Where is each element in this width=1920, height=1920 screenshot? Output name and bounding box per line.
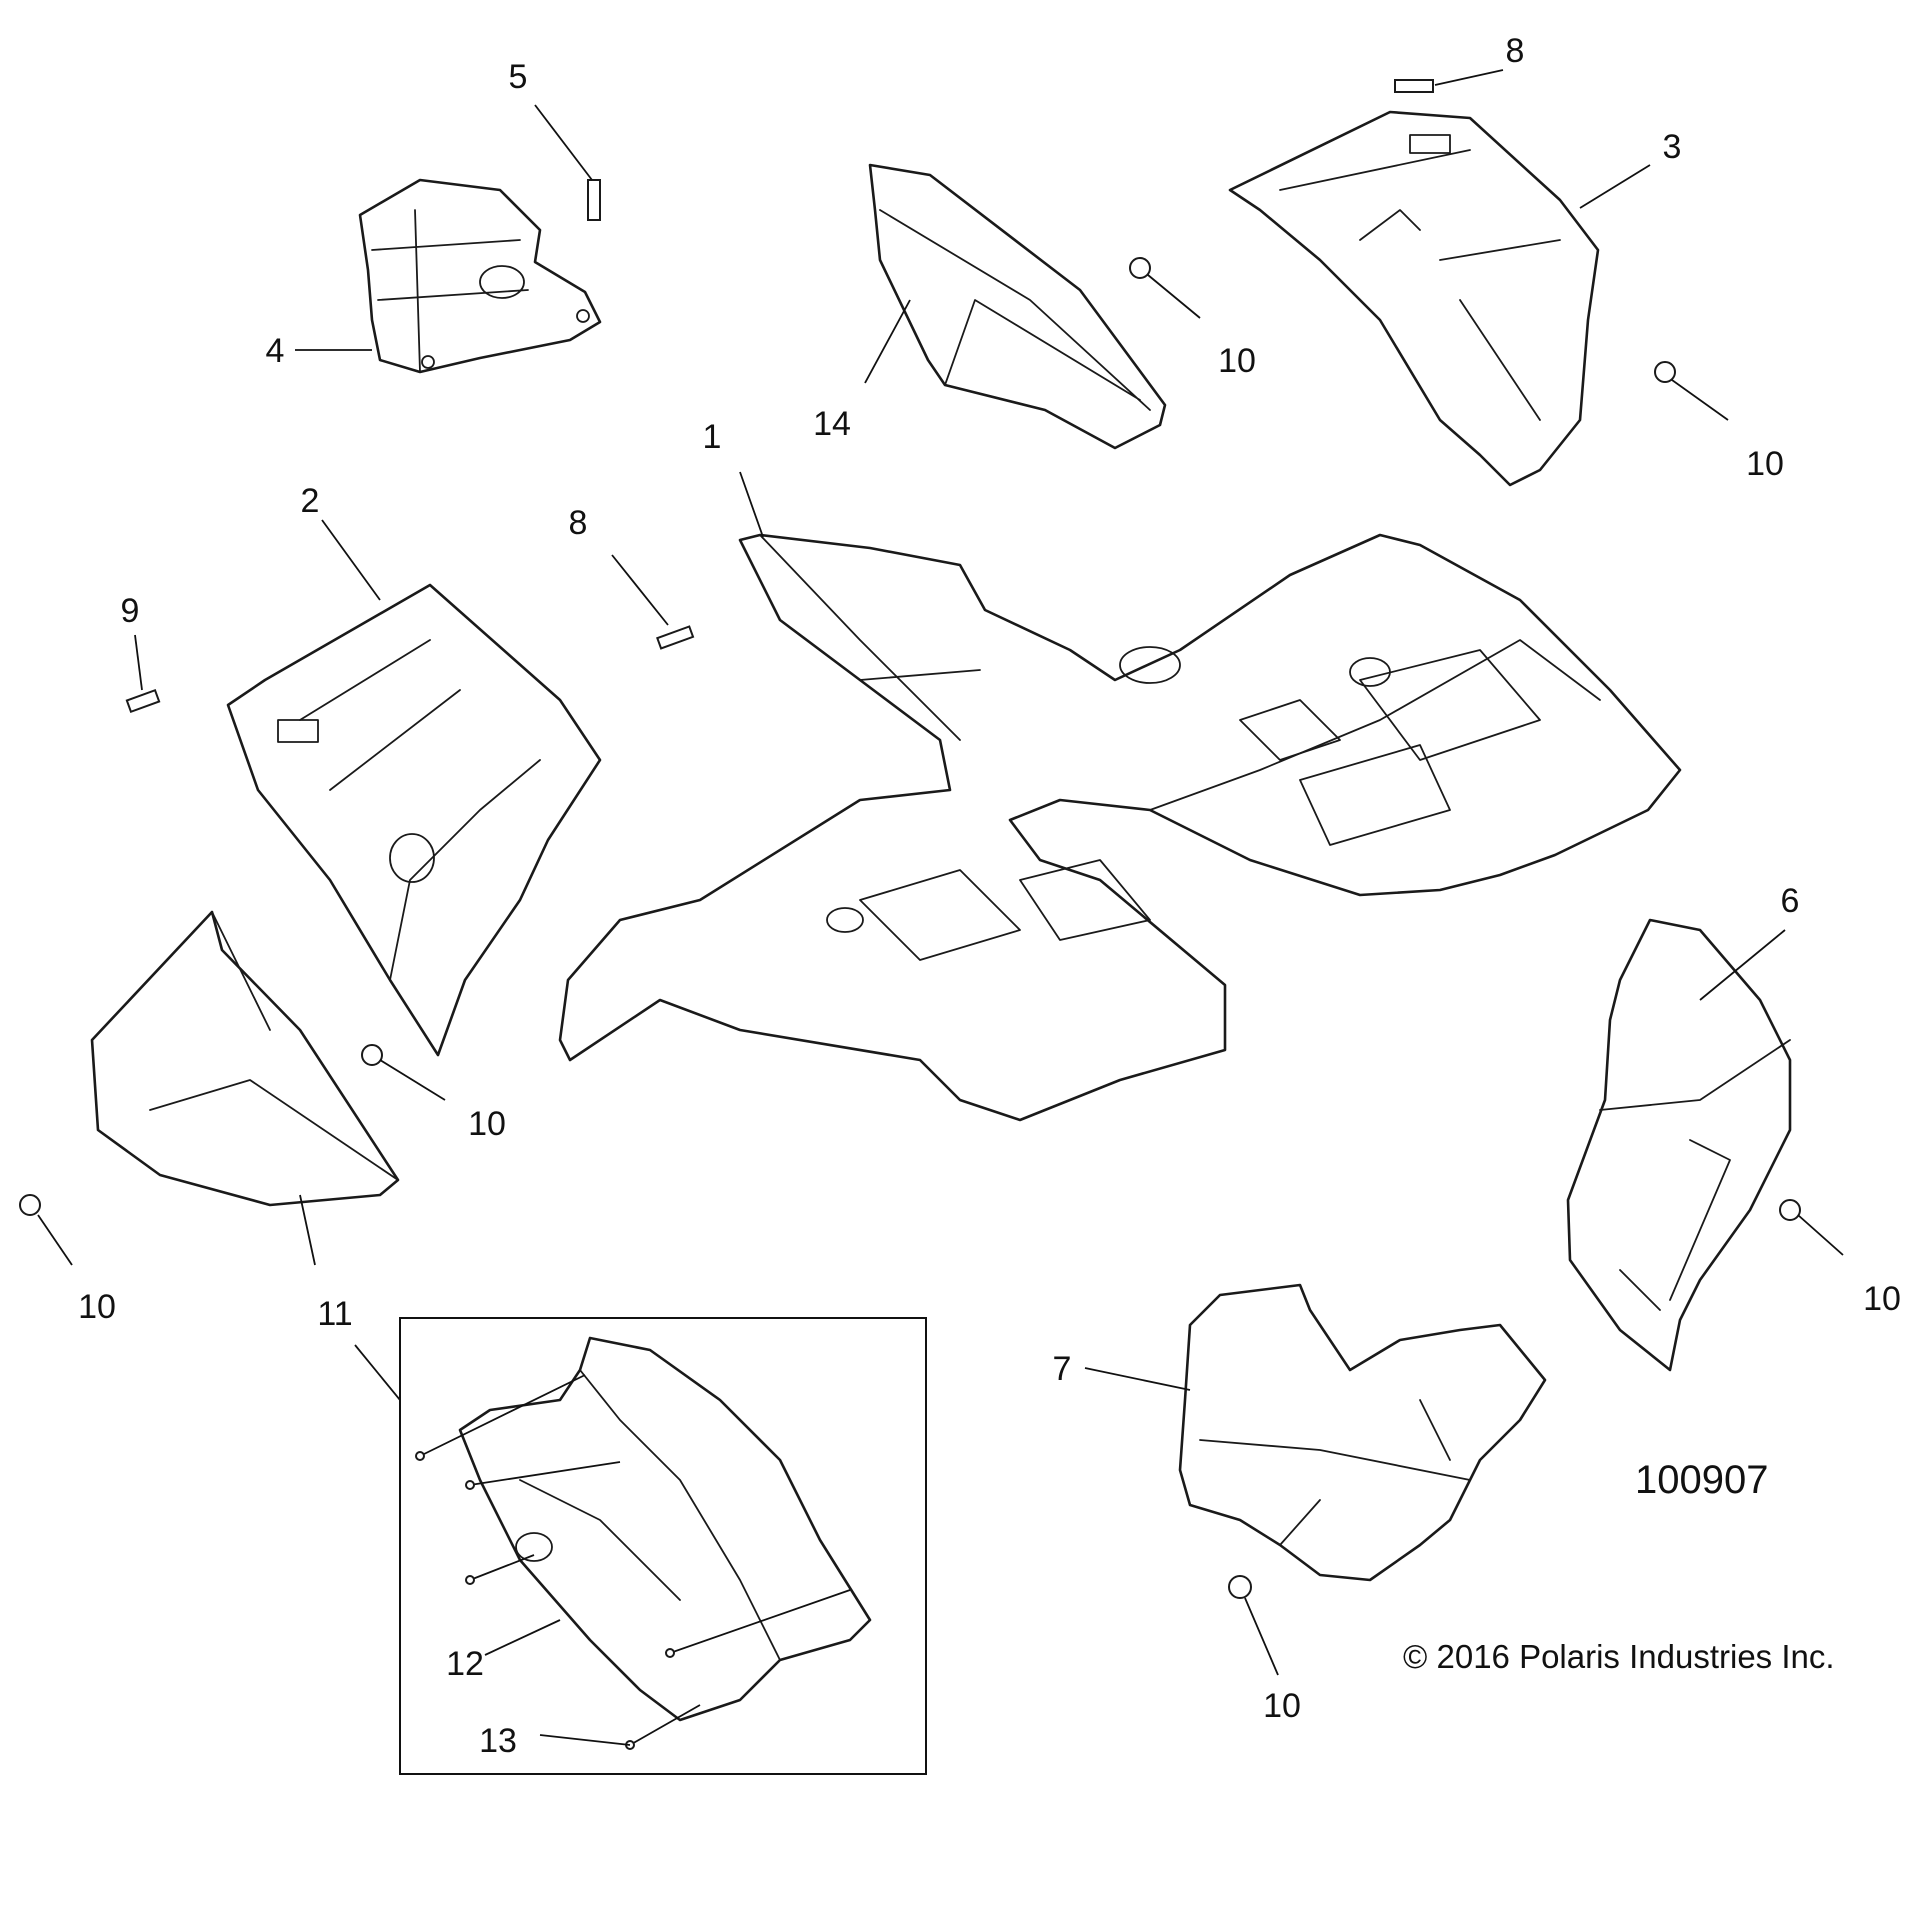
part-3-right-side-panel <box>1228 110 1600 487</box>
callout-9: 9 <box>121 592 140 630</box>
screw-9 <box>125 688 161 714</box>
part-6-right-rear-panel <box>1566 918 1792 1372</box>
copyright-notice: © 2016 Polaris Industries Inc. <box>1403 1638 1835 1675</box>
clip-10-b <box>1654 361 1676 383</box>
callout-12: 12 <box>446 1645 484 1683</box>
callout-10-e: 10 <box>1863 1280 1901 1318</box>
callout-10-f: 10 <box>1263 1687 1301 1725</box>
screw-5 <box>587 179 601 221</box>
callout-8-top: 8 <box>1506 32 1525 70</box>
callout-labels: 1 2 3 4 5 6 7 8 8 9 10 10 10 10 10 10 11… <box>78 32 1901 1760</box>
callout-10-d: 10 <box>78 1288 116 1326</box>
part-14-center-cover <box>868 163 1167 450</box>
callout-7: 7 <box>1053 1350 1072 1388</box>
fasteners <box>19 79 1801 1599</box>
figure-number: 100907 <box>1635 1458 1768 1502</box>
callout-5: 5 <box>509 58 528 96</box>
callout-14: 14 <box>813 405 851 443</box>
callout-13: 13 <box>479 1722 517 1760</box>
callout-6: 6 <box>1781 882 1800 920</box>
callout-10-a: 10 <box>1218 342 1256 380</box>
part-4-console-cover <box>358 178 602 374</box>
callout-4: 4 <box>266 332 285 370</box>
clip-10-a <box>1129 257 1151 279</box>
callout-8-mid: 8 <box>569 504 588 542</box>
part-1-main-body <box>558 533 1682 1122</box>
clip-10-c <box>361 1044 383 1066</box>
part-7-rear-lower-panel <box>1178 1283 1547 1582</box>
callout-11: 11 <box>317 1295 352 1333</box>
callout-10-b: 10 <box>1746 445 1784 483</box>
leader-lines <box>37 69 1844 1746</box>
inset-detail-box <box>399 1317 927 1775</box>
callout-2: 2 <box>301 482 320 520</box>
callout-10-c: 10 <box>468 1105 506 1143</box>
callout-1: 1 <box>703 418 722 456</box>
part-2-left-side-panel <box>226 583 602 1057</box>
screw-8-mid <box>656 625 695 650</box>
clip-10-f <box>1228 1575 1252 1599</box>
callout-3: 3 <box>1663 128 1682 166</box>
clip-10-e <box>1779 1199 1801 1221</box>
clip-10-d <box>19 1194 41 1216</box>
screw-8-top <box>1394 79 1434 93</box>
part-11-left-lower-panel <box>90 910 400 1207</box>
